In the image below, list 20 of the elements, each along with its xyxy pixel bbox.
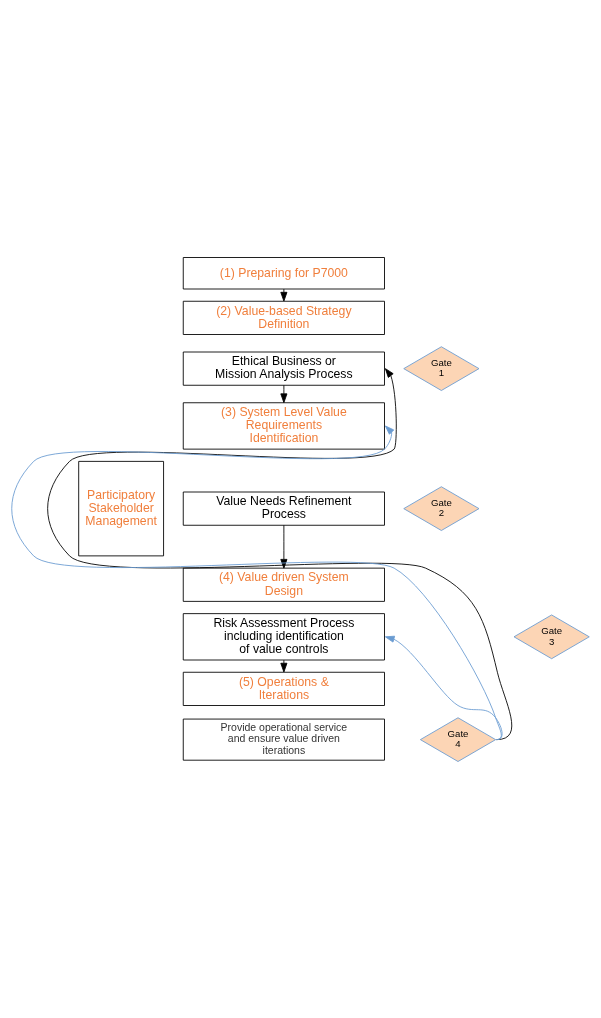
- arrow: [280, 288, 288, 301]
- node-diamond: Gate 4: [419, 716, 497, 762]
- node-diamond: Gate 1: [403, 345, 480, 391]
- node-box: (2) Value-based Strategy Definition: [182, 300, 385, 335]
- node-box: Risk Assessment Process including identification of value controls: [182, 612, 385, 660]
- node-box: Provide operational service and ensure value driven iterations: [182, 718, 385, 761]
- arrow: [384, 635, 503, 740]
- node-box: (4) Value driven System Design: [182, 567, 385, 602]
- arrow: [280, 384, 288, 403]
- node-box: Participatory Stakeholder Management: [78, 460, 164, 556]
- node-box: Value Needs Refinement Process: [182, 491, 385, 526]
- node-box: (3) System Level Value Requirements Identification: [182, 401, 385, 450]
- node-diamond: Gate 2: [403, 485, 480, 531]
- arrow: [280, 659, 288, 672]
- node-box: Ethical Business or Mission Analysis Process: [182, 351, 385, 386]
- arrow: [11, 425, 502, 740]
- arrow: [47, 367, 513, 740]
- node-diamond: Gate 3: [513, 614, 590, 659]
- node-box: (1) Preparing for P7000: [182, 256, 385, 289]
- node-box: (5) Operations & Iterations: [182, 671, 385, 706]
